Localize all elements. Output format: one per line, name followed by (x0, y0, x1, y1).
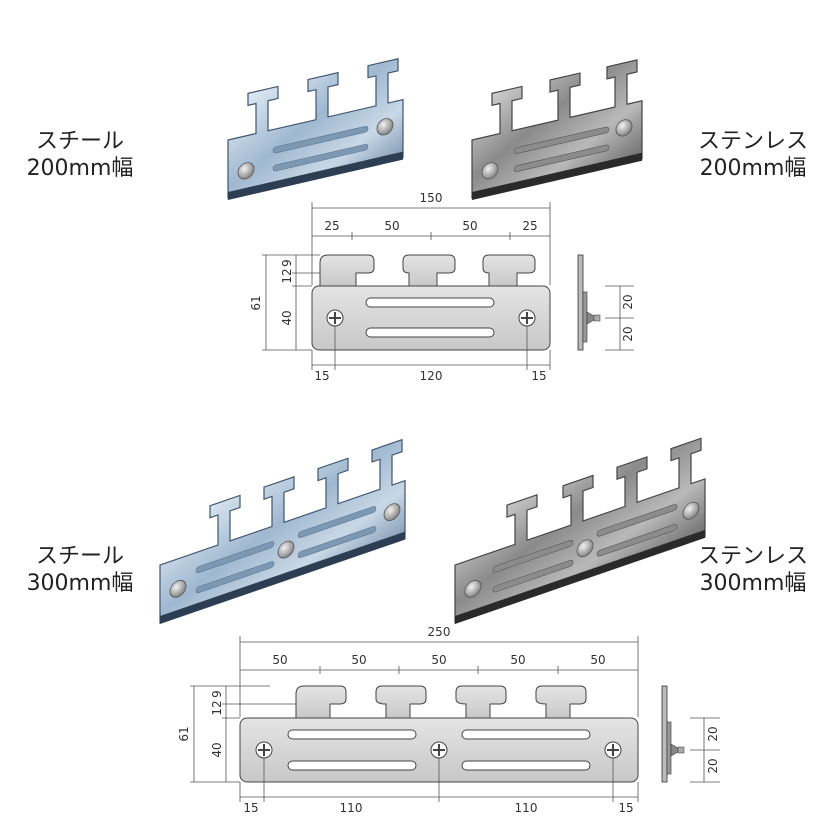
material-text: スチール (35, 129, 124, 154)
label-stainless-300: ステンレス 300mm幅 (688, 543, 818, 597)
material-text: スチール (35, 544, 124, 569)
stainless-300-bracket-image (454, 437, 706, 624)
dim-spacing: 50 (431, 653, 446, 667)
material-text: ステンレス (697, 544, 808, 569)
drawing-300-side-dimensions: 20 20 (690, 717, 720, 783)
width-text: 200mm幅 (26, 156, 134, 181)
dim-side: 20 (621, 294, 635, 309)
dim-spacing: 50 (351, 653, 366, 667)
dim-height-part: 12 (280, 268, 294, 283)
drawing-300-dimensions: 250 50 50 50 50 50 61 12 9 40 15 110 110… (177, 625, 639, 815)
dim-bottom: 110 (340, 801, 363, 815)
drawing-300-side-view (661, 685, 685, 783)
drawing-200-side-view (577, 254, 601, 351)
dim-spacing: 50 (384, 219, 399, 233)
dim-overall: 150 (420, 191, 443, 205)
dim-spacing: 25 (522, 219, 537, 233)
width-text: 300mm幅 (699, 571, 807, 596)
dim-bottom: 15 (618, 801, 633, 815)
dim-spacing: 50 (590, 653, 605, 667)
drawing-200-side-dimensions: 20 20 (605, 285, 635, 351)
label-steel-200: スチール 200mm幅 (20, 128, 140, 182)
material-text: ステンレス (697, 129, 808, 154)
dim-overall: 250 (428, 625, 451, 639)
dim-bottom: 15 (314, 369, 329, 383)
dim-height-total: 61 (177, 726, 191, 741)
stainless-200-bracket-image (471, 59, 643, 200)
dim-height-part: 40 (210, 742, 224, 757)
dim-spacing: 50 (510, 653, 525, 667)
label-steel-300: スチール 300mm幅 (20, 543, 140, 597)
steel-200-bracket-image (227, 58, 404, 200)
dim-bottom: 110 (515, 801, 538, 815)
label-stainless-200: ステンレス 200mm幅 (688, 128, 818, 182)
dim-spacing: 25 (324, 219, 339, 233)
drawing-200-plate (311, 254, 551, 351)
dim-height-part: 40 (280, 310, 294, 325)
drawing-200-dimensions: 150 25 50 50 25 61 12 9 40 15 120 15 (249, 191, 551, 383)
dim-height-part: 12 (210, 700, 224, 715)
dim-side: 20 (706, 758, 720, 773)
dim-height-part: 9 (280, 259, 294, 267)
dim-side: 20 (706, 726, 720, 741)
dim-bottom: 120 (420, 369, 443, 383)
dim-side: 20 (621, 326, 635, 341)
dim-bottom: 15 (531, 369, 546, 383)
dim-height-part: 9 (210, 690, 224, 698)
steel-300-bracket-image (159, 438, 406, 624)
dim-spacing: 50 (462, 219, 477, 233)
width-text: 200mm幅 (699, 156, 807, 181)
dim-height-total: 61 (249, 295, 263, 310)
dim-bottom: 15 (243, 801, 258, 815)
width-text: 300mm幅 (26, 571, 134, 596)
dim-spacing: 50 (272, 653, 287, 667)
